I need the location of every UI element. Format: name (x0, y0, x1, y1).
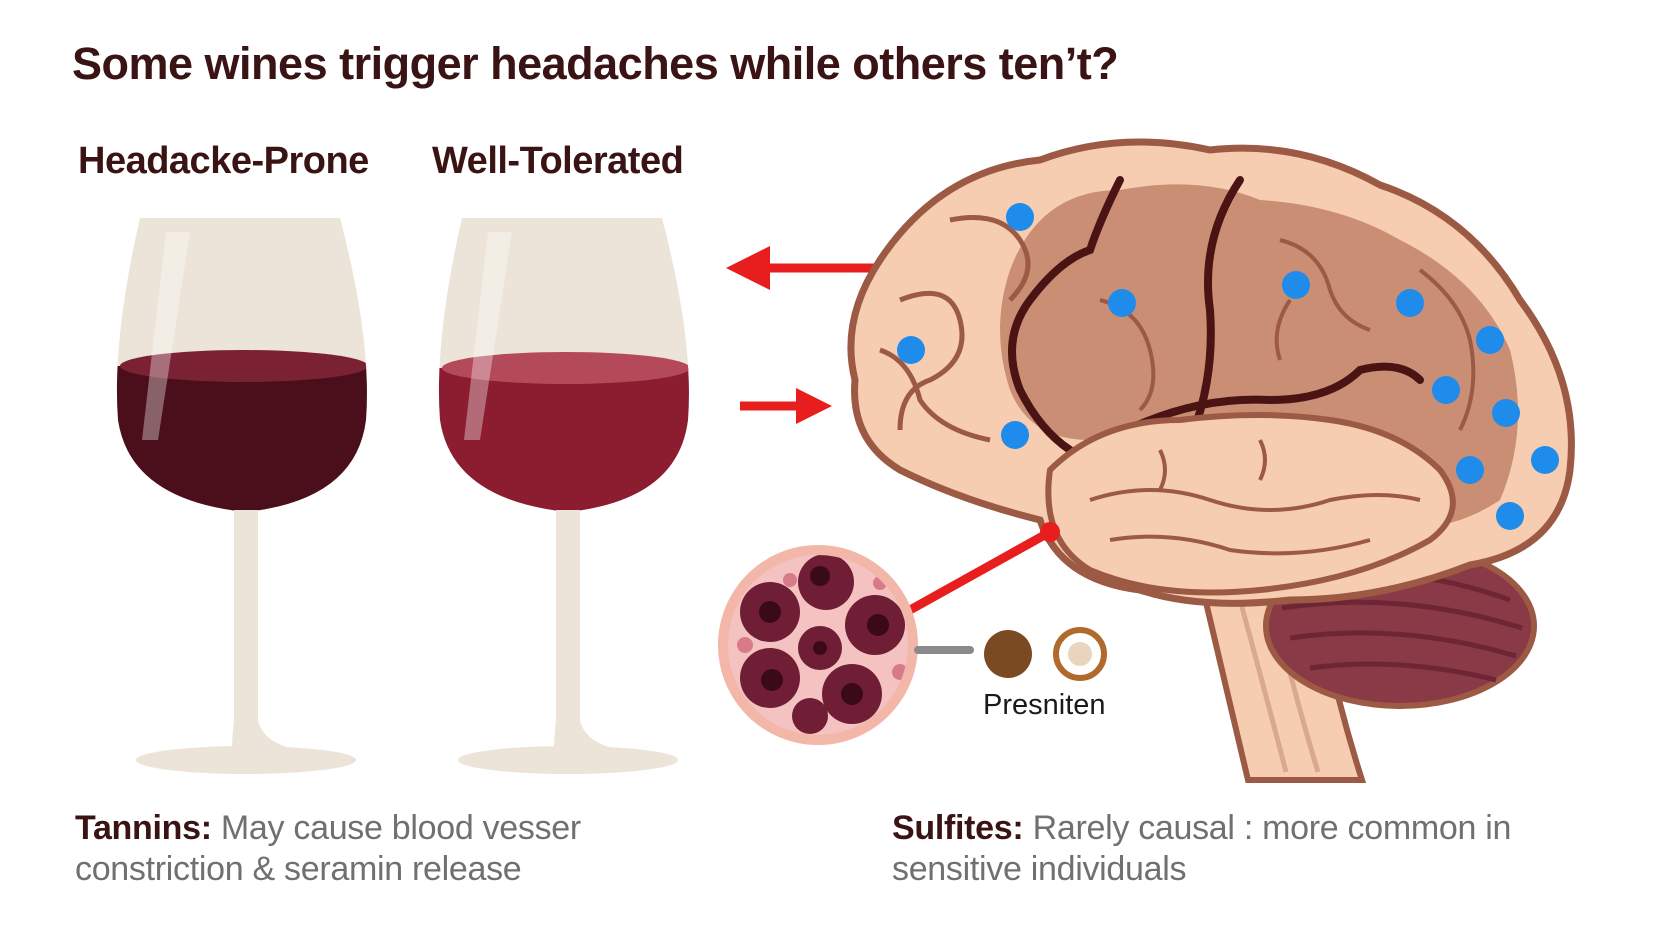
sulfites-term: Sulfites: (892, 809, 1024, 847)
wine-glass-icon (438, 218, 689, 774)
particle-icon (984, 630, 1032, 678)
tannins-note: Tannins: May cause blood vesser constric… (75, 808, 695, 890)
well-tolerated-label: Well-Tolerated (432, 140, 684, 182)
arrow-icon (740, 388, 832, 424)
headache-prone-label: Headacke-Prone (78, 140, 369, 182)
receptor-dots (897, 203, 1559, 530)
wine-glass-icon (116, 218, 367, 774)
tannins-term: Tannins: (75, 809, 212, 847)
tannins-text: May cause blood vesser constriction & se… (75, 809, 581, 888)
sulfites-note: Sulfites: Rarely causal : more common in… (892, 808, 1612, 890)
sulfites-text: Rarely causal : more common in sensitive… (892, 809, 1512, 888)
particle-label: Presniten (983, 689, 1106, 721)
particle-icon (1053, 627, 1107, 681)
blood-vessel-icon (718, 545, 918, 745)
brain-icon (847, 138, 1575, 607)
arrow-icon (907, 522, 1060, 614)
page-title: Some wines trigger headaches while other… (72, 38, 1119, 89)
